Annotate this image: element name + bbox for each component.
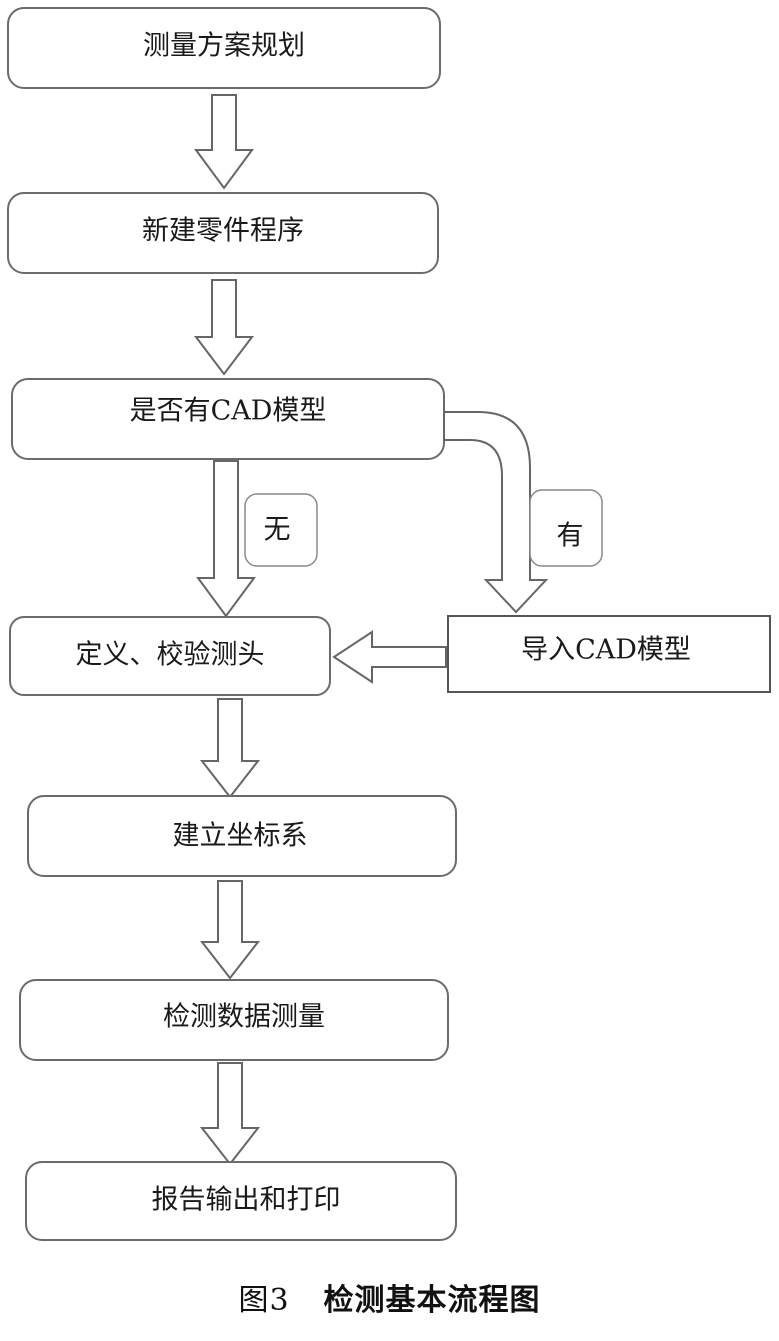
arrow-probe-to-coord: [199, 698, 261, 799]
node-coord-system-label: 建立坐标系: [173, 821, 308, 852]
node-measure: 检测数据测量: [19, 979, 449, 1061]
node-has-cad-label: 是否有CAD模型: [130, 396, 327, 427]
branch-tag-yes-label: 有: [557, 521, 584, 552]
node-plan: 测量方案规划: [7, 7, 441, 89]
node-coord-system: 建立坐标系: [27, 795, 457, 877]
arrow-no-branch: [196, 460, 256, 618]
arrow-coord-to-measure: [199, 880, 261, 980]
node-new-program-label: 新建零件程序: [142, 216, 304, 247]
arrow-yes-branch: [443, 411, 549, 614]
node-define-probe-label: 定义、校验测头: [76, 640, 265, 671]
node-has-cad: 是否有CAD模型: [11, 378, 445, 460]
figure-caption: 图3 检测基本流程图: [0, 1275, 779, 1319]
figure-title: 检测基本流程图: [323, 1283, 541, 1318]
node-import-cad-label: 导入CAD模型: [521, 635, 691, 666]
node-report-label: 报告输出和打印: [152, 1185, 341, 1216]
arrow-plan-to-program: [194, 94, 254, 190]
node-plan-label: 测量方案规划: [143, 31, 305, 62]
arrow-measure-to-report: [199, 1062, 261, 1166]
figure-number: 图3: [238, 1283, 290, 1318]
node-measure-label: 检测数据测量: [163, 1002, 325, 1033]
node-new-program: 新建零件程序: [7, 192, 439, 274]
node-import-cad: 导入CAD模型: [447, 615, 771, 693]
branch-tag-yes: 有: [529, 489, 603, 567]
node-report: 报告输出和打印: [25, 1161, 457, 1241]
node-define-probe: 定义、校验测头: [9, 616, 331, 696]
branch-tag-no: 无: [244, 493, 318, 567]
arrow-import-to-probe: [332, 630, 447, 684]
branch-tag-no-label: 无: [264, 515, 291, 546]
arrow-program-to-cad-check: [193, 279, 255, 376]
